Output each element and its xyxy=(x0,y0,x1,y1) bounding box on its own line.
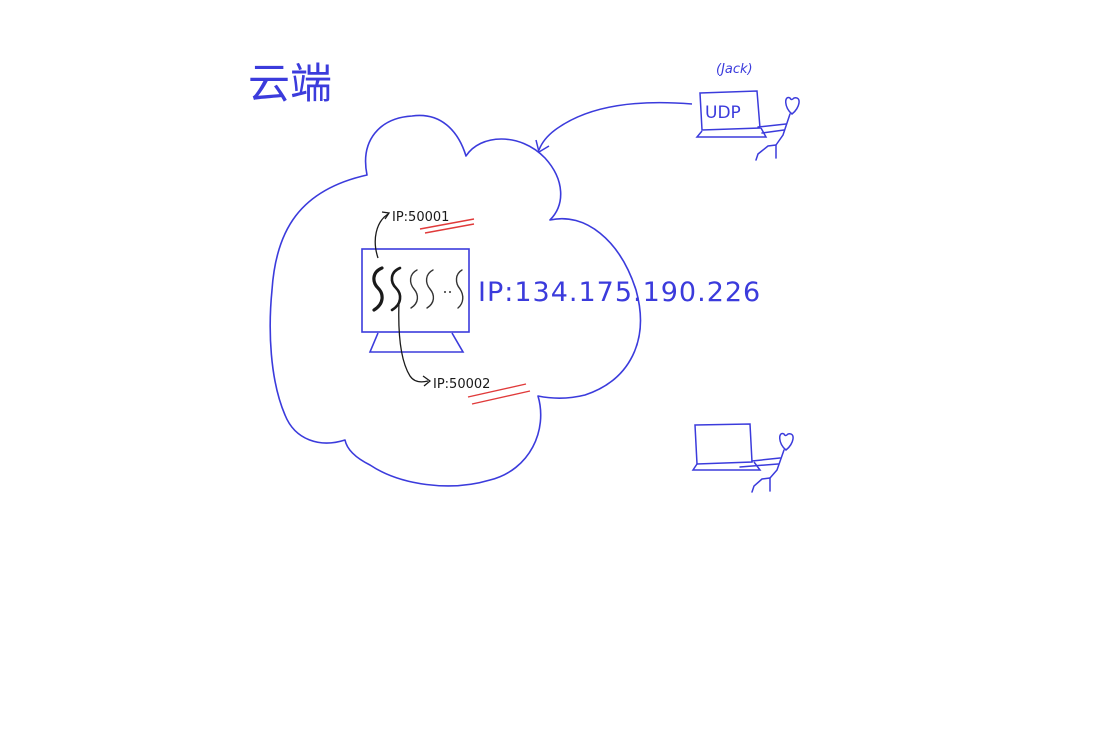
port-top-arrowhead xyxy=(381,211,391,220)
udp-arrow xyxy=(538,101,693,151)
client-1-body xyxy=(775,113,791,146)
client-2-body xyxy=(769,449,785,479)
client-2-arms xyxy=(739,457,781,468)
client-1-person xyxy=(755,96,800,161)
process-marks xyxy=(372,266,464,312)
server-screen xyxy=(361,248,470,333)
port-bottom-label: IP:50002 xyxy=(433,377,490,392)
server-ip-label: IP:134.175.190.226 xyxy=(478,277,761,308)
cloud-shape xyxy=(269,114,642,487)
port-top-underline xyxy=(419,218,475,234)
port-top-label: IP:50001 xyxy=(392,210,449,225)
client-2-head xyxy=(779,432,794,451)
server-stand xyxy=(368,332,465,353)
port-bottom-underline xyxy=(467,383,531,405)
client-1-legs xyxy=(755,144,777,161)
client-2-screen xyxy=(694,423,753,465)
udp-arrowhead xyxy=(535,139,550,154)
client-1-label: (Jack) xyxy=(716,62,753,77)
port-top-arrow xyxy=(374,213,389,259)
client-2-person xyxy=(739,432,794,493)
client-2-legs xyxy=(751,477,771,493)
client-2-laptop xyxy=(691,423,762,471)
client-1-arms xyxy=(757,123,787,134)
server-monitor xyxy=(361,248,470,353)
client-1-head xyxy=(785,96,800,115)
diagram-title: 云端 xyxy=(248,59,332,108)
client-1-screen xyxy=(699,90,761,131)
client-1-screen-text: UDP xyxy=(705,103,741,123)
port-bottom-arrowhead xyxy=(422,375,432,387)
port-bottom-arrow xyxy=(398,301,429,383)
